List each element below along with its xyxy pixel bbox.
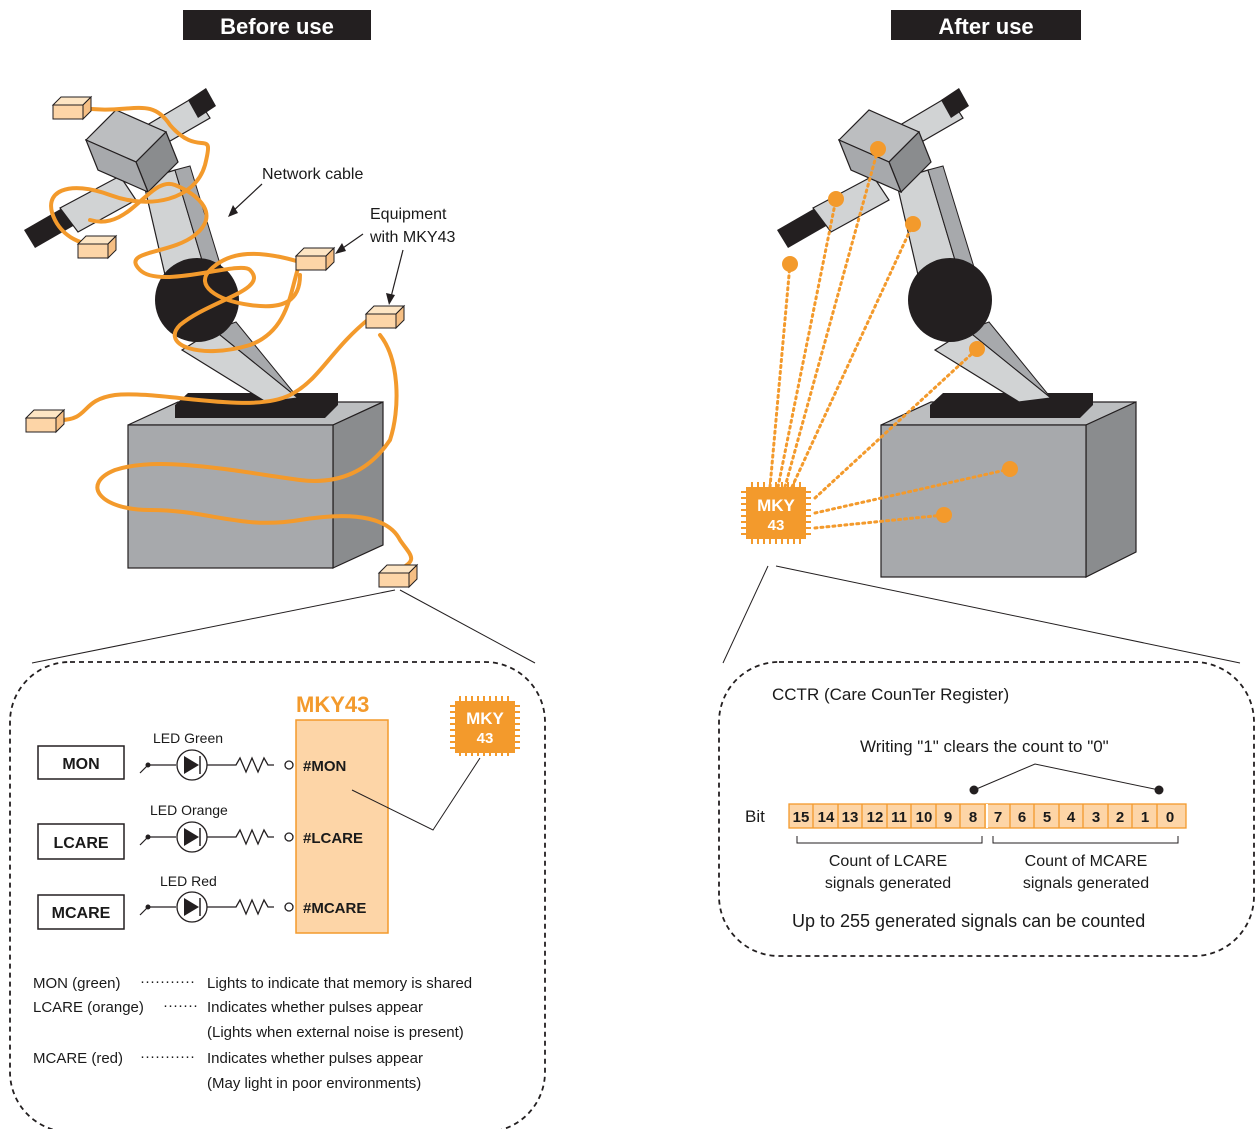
bit-cell: 5 bbox=[1043, 809, 1051, 826]
network-cable bbox=[49, 105, 413, 572]
zoom-line bbox=[399, 589, 536, 664]
legend-desc: Indicates whether pulses appear bbox=[207, 999, 423, 1016]
mcare-bracket bbox=[992, 836, 1179, 844]
zoom-line bbox=[722, 565, 769, 664]
clear-dot bbox=[969, 785, 979, 795]
sensor-point bbox=[782, 141, 1018, 523]
legend-desc: (May light in poor environments) bbox=[207, 1075, 421, 1092]
signal-box-label: MCARE bbox=[52, 905, 111, 922]
zoom-line bbox=[31, 589, 396, 664]
legend-dots: ······· bbox=[163, 997, 198, 1014]
lcare-count-line1: Count of LCARE bbox=[829, 853, 947, 870]
bit-cell: 7 bbox=[994, 809, 1002, 826]
bit-cell: 3 bbox=[1092, 809, 1100, 826]
legend-desc: Indicates whether pulses appear bbox=[207, 1050, 423, 1067]
equipment-label-line2: with MKY43 bbox=[369, 229, 455, 246]
pin-label: #LCARE bbox=[303, 830, 363, 847]
chip-icon-line2: 43 bbox=[477, 730, 494, 747]
signal-box-mon bbox=[37, 745, 125, 780]
legend-desc: Lights to indicate that memory is shared bbox=[207, 975, 472, 992]
legend-name: LCARE (orange) bbox=[33, 999, 144, 1016]
signal-box-mcare bbox=[37, 894, 125, 930]
bit-cell: 13 bbox=[842, 809, 859, 826]
signal-box-label: MON bbox=[62, 756, 99, 773]
signal-row-mon: MON LED Green #MON bbox=[37, 730, 346, 781]
signal-box-lcare bbox=[37, 823, 125, 860]
pin-label: #MCARE bbox=[303, 900, 366, 917]
led-label: LED Orange bbox=[150, 802, 228, 818]
equipment-label-line1: Equipment bbox=[370, 206, 447, 223]
mky43-chip-right: MKY 43 bbox=[741, 482, 811, 544]
bit-cell: 9 bbox=[944, 809, 952, 826]
legend-name: MON (green) bbox=[33, 975, 121, 992]
robot-before bbox=[24, 88, 384, 569]
zoom-line bbox=[775, 565, 1241, 664]
mky43-chip-body bbox=[295, 719, 389, 934]
header-after-text: After use bbox=[938, 14, 1033, 39]
bit-cell: 0 bbox=[1166, 809, 1174, 826]
bit-cell: 8 bbox=[969, 809, 977, 826]
chip-right-line2: 43 bbox=[768, 517, 785, 534]
lcare-count-line2: signals generated bbox=[825, 875, 951, 892]
bit-cell: 6 bbox=[1018, 809, 1026, 826]
bit-cell: 14 bbox=[818, 809, 835, 826]
clear-dot bbox=[1154, 785, 1164, 795]
mcare-count-line1: Count of MCARE bbox=[1025, 853, 1148, 870]
mcare-count-line2: signals generated bbox=[1023, 875, 1149, 892]
equipment-arrowhead-1 bbox=[335, 243, 346, 254]
network-cable-label: Network cable bbox=[262, 166, 363, 183]
network-cable-pointer bbox=[231, 183, 263, 213]
bit-cell: 1 bbox=[1141, 809, 1149, 826]
equipment-pointer-2 bbox=[390, 249, 404, 298]
bit-register: 15 14 13 12 11 10 9 8 7 6 5 4 3 2 1 0 bbox=[788, 803, 1187, 829]
bit-cell: 2 bbox=[1116, 809, 1124, 826]
bit-cell: 15 bbox=[793, 809, 810, 826]
bit-cell: 4 bbox=[1067, 809, 1076, 826]
chip-icon-line1: MKY bbox=[466, 709, 504, 728]
bit-label: Bit bbox=[745, 807, 765, 826]
sensor-links bbox=[768, 147, 1012, 530]
signal-row-lcare: LCARE LED Orange #LCARE bbox=[37, 802, 363, 860]
network-cable-arrowhead bbox=[228, 205, 238, 217]
chip-right-line1: MKY bbox=[757, 496, 795, 515]
mky43-chip-icon: MKY 43 bbox=[450, 696, 520, 756]
led-label: LED Green bbox=[153, 730, 223, 746]
led-label: LED Red bbox=[160, 873, 217, 889]
header-before: Before use bbox=[183, 10, 371, 40]
register-title: CCTR (Care CounTer Register) bbox=[772, 685, 1009, 704]
bit-cell: 11 bbox=[891, 809, 907, 826]
chip-connector-line bbox=[351, 757, 481, 831]
signal-box-label: LCARE bbox=[53, 835, 108, 852]
signal-row-mcare: MCARE LED Red #MCARE bbox=[37, 873, 366, 930]
legend-desc: (Lights when external noise is present) bbox=[207, 1024, 464, 1041]
equipment-arrowhead-2 bbox=[386, 293, 395, 305]
header-after: After use bbox=[891, 10, 1081, 40]
bit-cell: 10 bbox=[916, 809, 933, 826]
lcare-bracket bbox=[796, 836, 983, 844]
robot-after bbox=[777, 88, 1137, 578]
legend-name: MCARE (red) bbox=[33, 1050, 123, 1067]
detail-panel-before bbox=[9, 661, 546, 1129]
legend-dots: ··········· bbox=[140, 973, 195, 990]
pin-label: #MON bbox=[303, 758, 346, 775]
max-count-note: Up to 255 generated signals can be count… bbox=[792, 911, 1145, 931]
clear-note: Writing "1" clears the count to "0" bbox=[860, 737, 1109, 756]
bit-cell: 12 bbox=[867, 809, 884, 826]
legend-dots: ··········· bbox=[140, 1048, 195, 1065]
header-before-text: Before use bbox=[220, 14, 334, 39]
mky43-chip-title: MKY43 bbox=[296, 692, 369, 717]
clear-pointer bbox=[973, 763, 1160, 791]
legend: MON (green) ··········· Lights to indica… bbox=[33, 973, 472, 1092]
